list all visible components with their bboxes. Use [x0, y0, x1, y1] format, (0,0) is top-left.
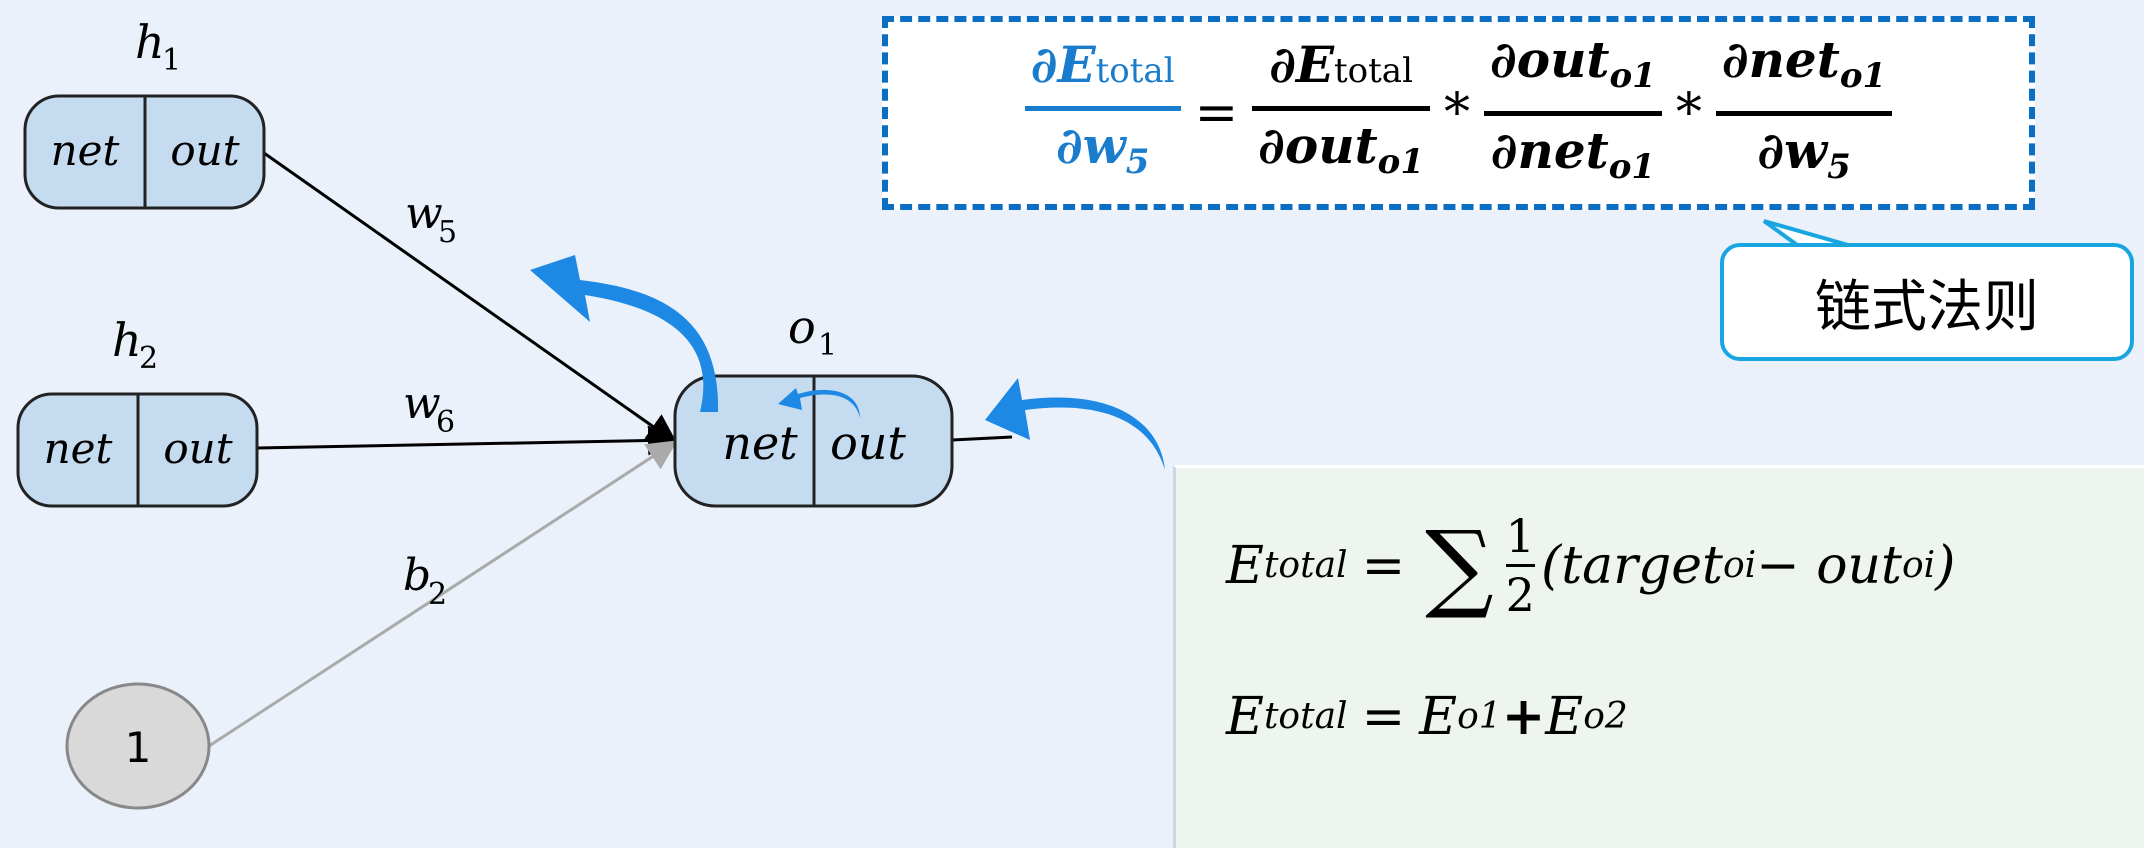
edge-output: [951, 435, 1013, 442]
backprop-arrow-icon: [985, 378, 1165, 470]
node-o1-label: o: [788, 300, 816, 354]
subscript: o1: [1839, 55, 1887, 96]
node-h2: net out: [16, 392, 259, 508]
node-net-label: net: [44, 424, 113, 473]
node-h2-label: h: [112, 313, 142, 367]
node-h2-sub: 2: [139, 341, 158, 376]
term-2-fraction: ∂outo1 ∂neto1: [1484, 25, 1662, 202]
numerator: ∂E: [1269, 34, 1335, 94]
denominator: ∂out: [1258, 115, 1378, 175]
network-diagram: net out h 1 net out h 2 net out o 1 1 w …: [16, 15, 1856, 810]
node-net-label: net: [51, 126, 120, 175]
subscript: 5: [1827, 146, 1851, 187]
edge-w6-sub: 6: [436, 405, 455, 440]
node-h1: net out: [23, 94, 266, 210]
edge-b2-label: b: [403, 550, 431, 601]
equals-sign: =: [1194, 83, 1239, 143]
node-o1: net out: [673, 374, 954, 508]
numerator: ∂out: [1490, 29, 1610, 89]
node-o1-sub: 1: [818, 328, 837, 363]
node-h1-label: h: [135, 15, 165, 69]
denominator: ∂net: [1490, 120, 1609, 180]
lhs-fraction: ∂Etotal ∂w5: [1024, 30, 1181, 197]
backprop-arrow-icon: [530, 255, 719, 412]
node-out-label: out: [170, 126, 239, 175]
edge-w5-label: w: [405, 188, 443, 239]
chain-rule-formula: ∂Etotal ∂w5 = ∂Etotal ∂outo1 * ∂outo1 ∂n…: [882, 16, 2035, 210]
bias-node: [65, 682, 211, 810]
node-out-label: out: [830, 416, 906, 470]
edge-w6: [256, 425, 678, 456]
term-1-fraction: ∂Etotal ∂outo1: [1252, 30, 1431, 197]
edge-b2-sub: 2: [428, 577, 447, 612]
numerator: ∂net: [1721, 29, 1840, 89]
subscript: total: [1334, 50, 1413, 91]
bias-label: 1: [125, 723, 152, 772]
denominator: ∂w: [1757, 120, 1828, 180]
subscript: o1: [1377, 141, 1425, 182]
node-net-label: net: [722, 416, 798, 470]
node-h1-sub: 1: [162, 43, 181, 78]
edge-w5-sub: 5: [438, 215, 457, 250]
edge-w5: [263, 151, 678, 444]
edge-b2: [208, 440, 678, 748]
term-3-fraction: ∂neto1 ∂w5: [1715, 25, 1893, 202]
chain-rule-callout: 链式法则: [1720, 243, 2134, 361]
denominator: ∂w: [1055, 115, 1126, 175]
edge-w6-label: w: [403, 378, 441, 429]
times-sign: *: [1675, 83, 1702, 143]
numerator: ∂E: [1030, 34, 1096, 94]
times-sign: *: [1444, 83, 1471, 143]
subscript: o1: [1608, 146, 1656, 187]
subscript: total: [1095, 50, 1175, 91]
subscript: 5: [1125, 141, 1150, 182]
subscript: o1: [1609, 55, 1656, 96]
node-out-label: out: [163, 424, 232, 473]
backprop-arrow-icon: [778, 388, 860, 418]
